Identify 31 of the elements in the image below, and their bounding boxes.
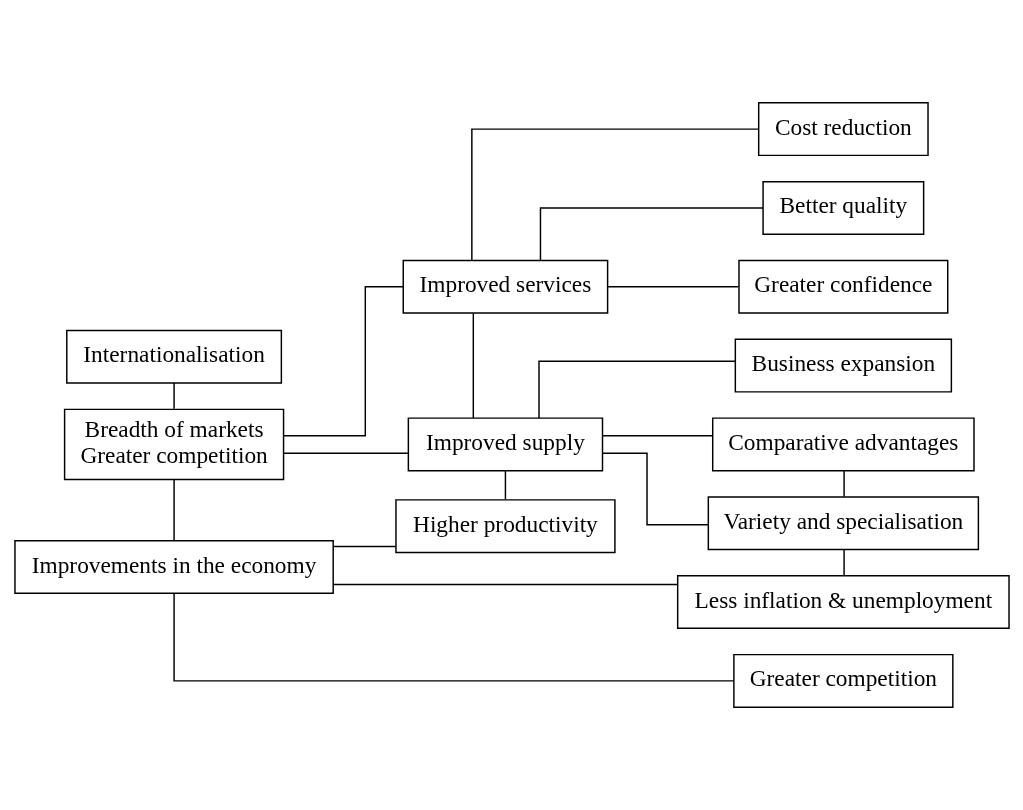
- node-box: Comparative advantages: [711, 417, 975, 472]
- node-box: Less inflation & unemployment: [676, 575, 1010, 630]
- connector: [539, 207, 764, 261]
- connector: [842, 470, 845, 498]
- connector: [332, 583, 678, 586]
- connector: [172, 382, 175, 410]
- connector: [601, 434, 713, 437]
- node-box: Business expansion: [734, 338, 952, 393]
- node-box: Better quality: [761, 180, 924, 235]
- connector: [472, 312, 474, 419]
- node-box: Improvements in the economy: [13, 540, 334, 595]
- node-box: Improved supply: [407, 417, 603, 472]
- connector: [282, 286, 404, 437]
- node-box: Improved services: [402, 259, 608, 314]
- node-box: Greater confidence: [737, 259, 948, 314]
- node-box: Internationalisation: [65, 329, 282, 384]
- connector: [172, 479, 175, 542]
- connector: [504, 470, 506, 501]
- connector: [282, 452, 409, 454]
- connector: [172, 592, 734, 682]
- connector: [332, 545, 396, 548]
- node-box: Greater competition: [732, 653, 954, 708]
- node-box: Cost reduction: [757, 102, 929, 157]
- connector: [601, 452, 709, 526]
- node-box: Breadth of markets Greater competition: [63, 408, 284, 481]
- connector: [537, 360, 736, 419]
- node-box: Variety and specialisation: [707, 496, 979, 551]
- connector: [842, 549, 845, 577]
- connector: [470, 128, 759, 261]
- node-box: Higher productivity: [394, 499, 616, 554]
- connector: [606, 286, 739, 288]
